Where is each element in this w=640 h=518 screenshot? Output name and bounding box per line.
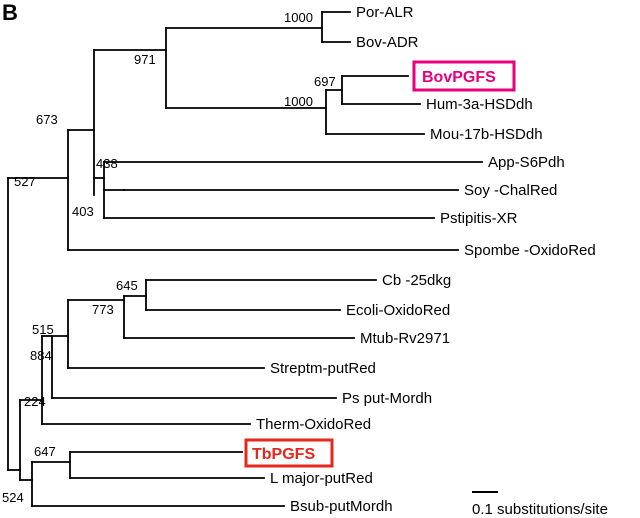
tree-branches [7, 11, 483, 507]
bootstrap-values: 1000 971 697 1000 673 438 527 403 645 77… [2, 10, 336, 505]
leaf-app-s6pdh: App-S6Pdh [488, 154, 565, 171]
bootstrap-524: 524 [2, 490, 24, 505]
leaf-labels: Por-ALR Bov-ADR BovPGFS Hum-3a-HSDdh Mou… [244, 4, 596, 515]
panel-label: B [2, 0, 18, 25]
leaf-por-alr: Por-ALR [356, 4, 414, 21]
bootstrap-884: 884 [30, 348, 52, 363]
bootstrap-403: 403 [72, 204, 94, 219]
bootstrap-773: 773 [92, 302, 114, 317]
leaf-bovpgfs: BovPGFS [422, 69, 496, 86]
leaf-ps-put-mordh: Ps put-Mordh [342, 390, 432, 407]
leaf-cb-25dkg: Cb -25dkg [382, 272, 451, 289]
bovpgfs-highlight-box [412, 60, 516, 92]
leaf-ecoli-oxidored: Ecoli-OxidoRed [346, 302, 450, 319]
leaf-tbpgfs: TbPGFS [252, 446, 315, 463]
leaf-hum-3a-hsddh: Hum-3a-HSDdh [426, 96, 533, 113]
tbpgfs-highlight-box [244, 438, 334, 468]
bootstrap-971: 971 [134, 52, 156, 67]
leaf-mtub-rv2971: Mtub-Rv2971 [360, 330, 450, 347]
bootstrap-697: 697 [314, 74, 336, 89]
scale-bar-label: 0.1 substitutions/site [472, 501, 608, 518]
leaf-spombe-oxidored: Spombe -OxidoRed [464, 242, 596, 259]
bootstrap-673: 673 [36, 112, 58, 127]
leaf-bov-adr: Bov-ADR [356, 34, 419, 51]
leaf-therm-oxidored: Therm-OxidoRed [256, 416, 371, 433]
bootstrap-1000-mid: 1000 [284, 94, 313, 109]
bootstrap-515: 515 [32, 322, 54, 337]
leaf-soy-chalred: Soy -ChalRed [464, 182, 557, 199]
bootstrap-438: 438 [96, 156, 118, 171]
leaf-pstipitis-xr: Pstipitis-XR [440, 210, 518, 227]
leaf-l-major-putred: L major-putRed [270, 470, 373, 487]
scale-bar: 0.1 substitutions/site [472, 491, 608, 518]
bootstrap-1000-top: 1000 [284, 10, 313, 25]
bootstrap-645: 645 [116, 278, 138, 293]
bootstrap-224: 224 [24, 394, 46, 409]
bootstrap-527: 527 [14, 174, 36, 189]
bootstrap-647: 647 [34, 444, 56, 459]
leaf-bsub-putmordh: Bsub-putMordh [290, 498, 393, 515]
leaf-streptm-putred: Streptm-putRed [270, 360, 376, 377]
leaf-mou-17b-hsddh: Mou-17b-HSDdh [430, 126, 543, 143]
